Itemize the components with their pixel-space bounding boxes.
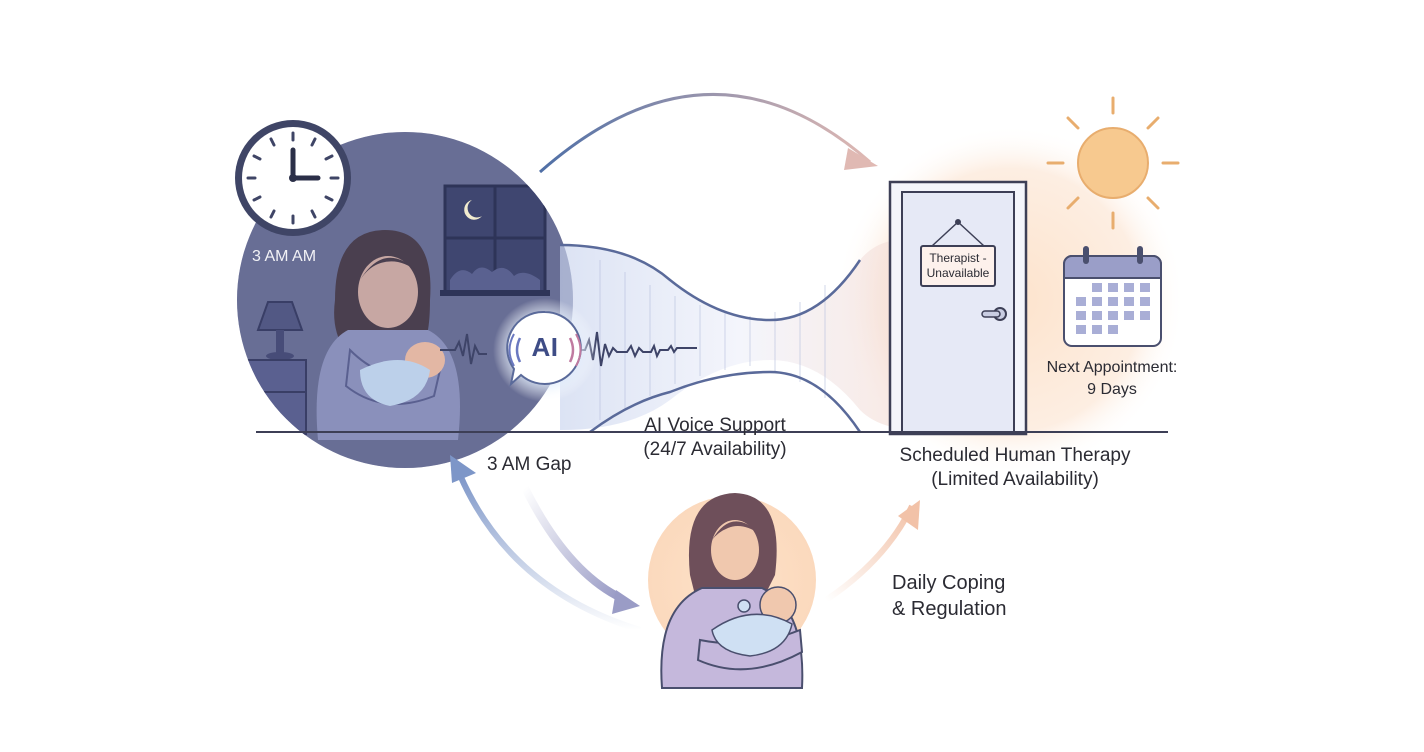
funnel-lines (599, 260, 826, 420)
therapy-line-2: (Limited Availability) (931, 469, 1099, 490)
coping-mother (648, 493, 816, 689)
gap-return-arrow (457, 473, 641, 633)
top-arc-arrow (539, 92, 871, 174)
sign-line-2: Unavailable (926, 266, 990, 280)
ai-badge-text: AI (531, 332, 559, 362)
night-scene (237, 132, 573, 468)
sun-icon (1046, 96, 1180, 230)
clock-icon (235, 120, 351, 236)
therapist-door (888, 180, 1028, 436)
next-appointment-line-1: Next Appointment: (1046, 359, 1178, 376)
therapy-label: Scheduled Human Therapy (Limited Availab… (880, 444, 1150, 492)
next-appointment-label: Next Appointment: 9 Days (1032, 357, 1192, 401)
ai-support-line-1: AI Voice Support (644, 415, 786, 436)
night-mother (316, 230, 460, 440)
clock-time-label: 3 AM AM (252, 248, 317, 265)
night-window (440, 184, 550, 296)
coping-label: Daily Coping & Regulation (892, 570, 1007, 622)
ai-funnel-band (560, 239, 920, 430)
sign-line-1: Therapist - (929, 251, 987, 265)
gap-label: 3 AM Gap (487, 454, 572, 475)
ai-support-label: AI Voice Support (24/7 Availability) (610, 414, 820, 462)
coping-line-1: Daily Coping (892, 572, 1006, 594)
moon-icon (464, 200, 482, 220)
ai-support-line-2: (24/7 Availability) (643, 439, 787, 460)
calendar-icon (1063, 246, 1162, 347)
coping-down-arrow (521, 486, 619, 600)
ai-voice-badge (493, 298, 597, 402)
coping-line-2: & Regulation (892, 598, 1007, 620)
sound-wave (440, 331, 697, 367)
therapist-sign: Therapist - Unavailable (920, 245, 996, 287)
therapy-line-1: Scheduled Human Therapy (899, 445, 1131, 466)
door-handle (981, 307, 1007, 321)
next-appointment-line-2: 9 Days (1087, 381, 1137, 398)
